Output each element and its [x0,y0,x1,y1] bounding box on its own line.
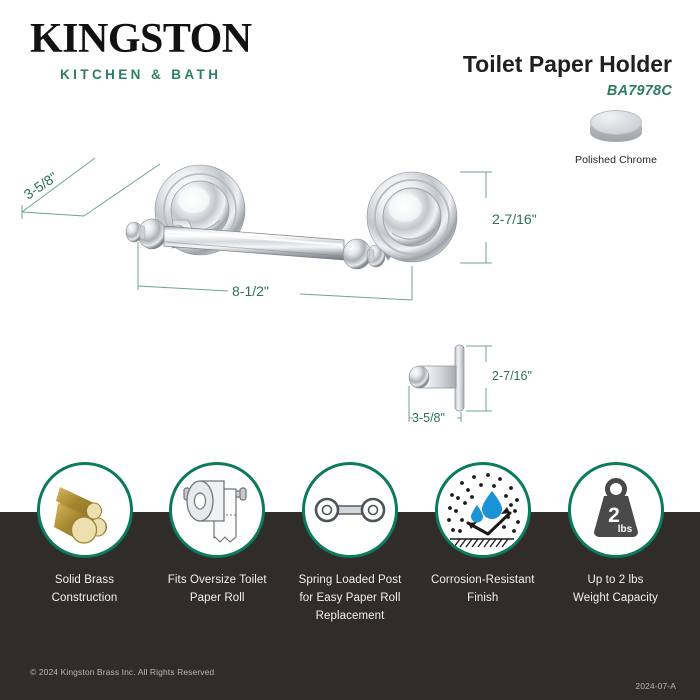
dimension-height-front [460,171,492,264]
copyright-text: © 2024 Kingston Brass Inc. All Rights Re… [30,667,215,677]
feature-label: Solid Brass Construction [51,574,118,604]
dimension-depth-side [408,386,462,422]
weight-value: 2 [608,504,620,527]
water-droplet-shield-icon [446,473,520,548]
swatch-top [590,110,642,135]
finish-swatch [556,108,676,150]
brass-rods-icon [53,487,107,544]
dimension-label-depth-side: 3-5/8" [412,411,445,425]
revision-code: 2024-07-A [635,681,676,691]
feature-item: Fits Oversize Toilet Paper Roll [155,462,280,625]
feature-label: Corrosion-Resistant Finish [430,574,535,604]
brand-logo: KINGSTON KITCHEN & BATH [30,18,330,82]
feature-list: Solid Brass Construction [0,462,700,625]
toilet-paper-roll-icon [183,480,247,543]
feature-label: Spring Loaded Post for Easy Paper Roll R… [298,574,402,622]
weight-icon: 2 lbs [593,478,638,537]
feature-item: Solid Brass Construction [22,462,147,625]
product-paper-bar [163,225,345,261]
dimension-height-side [466,345,492,412]
dimension-width-front [137,242,413,301]
feature-item: Corrosion-Resistant Finish [420,462,545,625]
product-title: Toilet Paper Holder [462,51,672,77]
product-side-view [408,344,465,412]
dimension-label-width-front: 8-1/2" [232,283,269,299]
feature-label: Up to 2 lbs Weight Capacity [572,574,659,604]
dimension-depth-front [21,157,161,219]
weight-unit: lbs [617,524,632,535]
product-right-finial [342,238,386,270]
feature-icon-wrap [169,462,266,558]
finish-swatch-block: Polished Chrome [556,108,676,166]
product-header: Toilet Paper Holder BA7978C [252,51,672,100]
feature-icon-wrap [36,462,133,558]
feature-item: 2 lbs Up to 2 lbs Weight Capacity [553,462,678,625]
feature-icon-wrap: 2 lbs [567,462,664,558]
feature-icon-wrap [434,462,531,558]
product-left-finial [125,218,167,250]
spring-loaded-post-icon [314,497,386,523]
dimension-label-depth-front: 3-5/8" [21,169,61,203]
finish-label: Polished Chrome [574,154,658,166]
product-right-escutcheon [366,171,458,263]
feature-item: Spring Loaded Post for Easy Paper Roll R… [288,462,413,625]
technical-drawing: 3-5/8" [0,150,700,450]
dimension-label-height-side: 2-7/16" [492,369,532,383]
brand-tagline: KITCHEN & BATH [60,66,222,82]
feature-icon-wrap [302,462,398,558]
product-model-number: BA7978C [606,83,672,100]
feature-label: Fits Oversize Toilet Paper Roll [167,574,267,604]
dimension-label-height-front: 2-7/16" [492,211,537,227]
brand-name: KINGSTON [30,16,252,62]
